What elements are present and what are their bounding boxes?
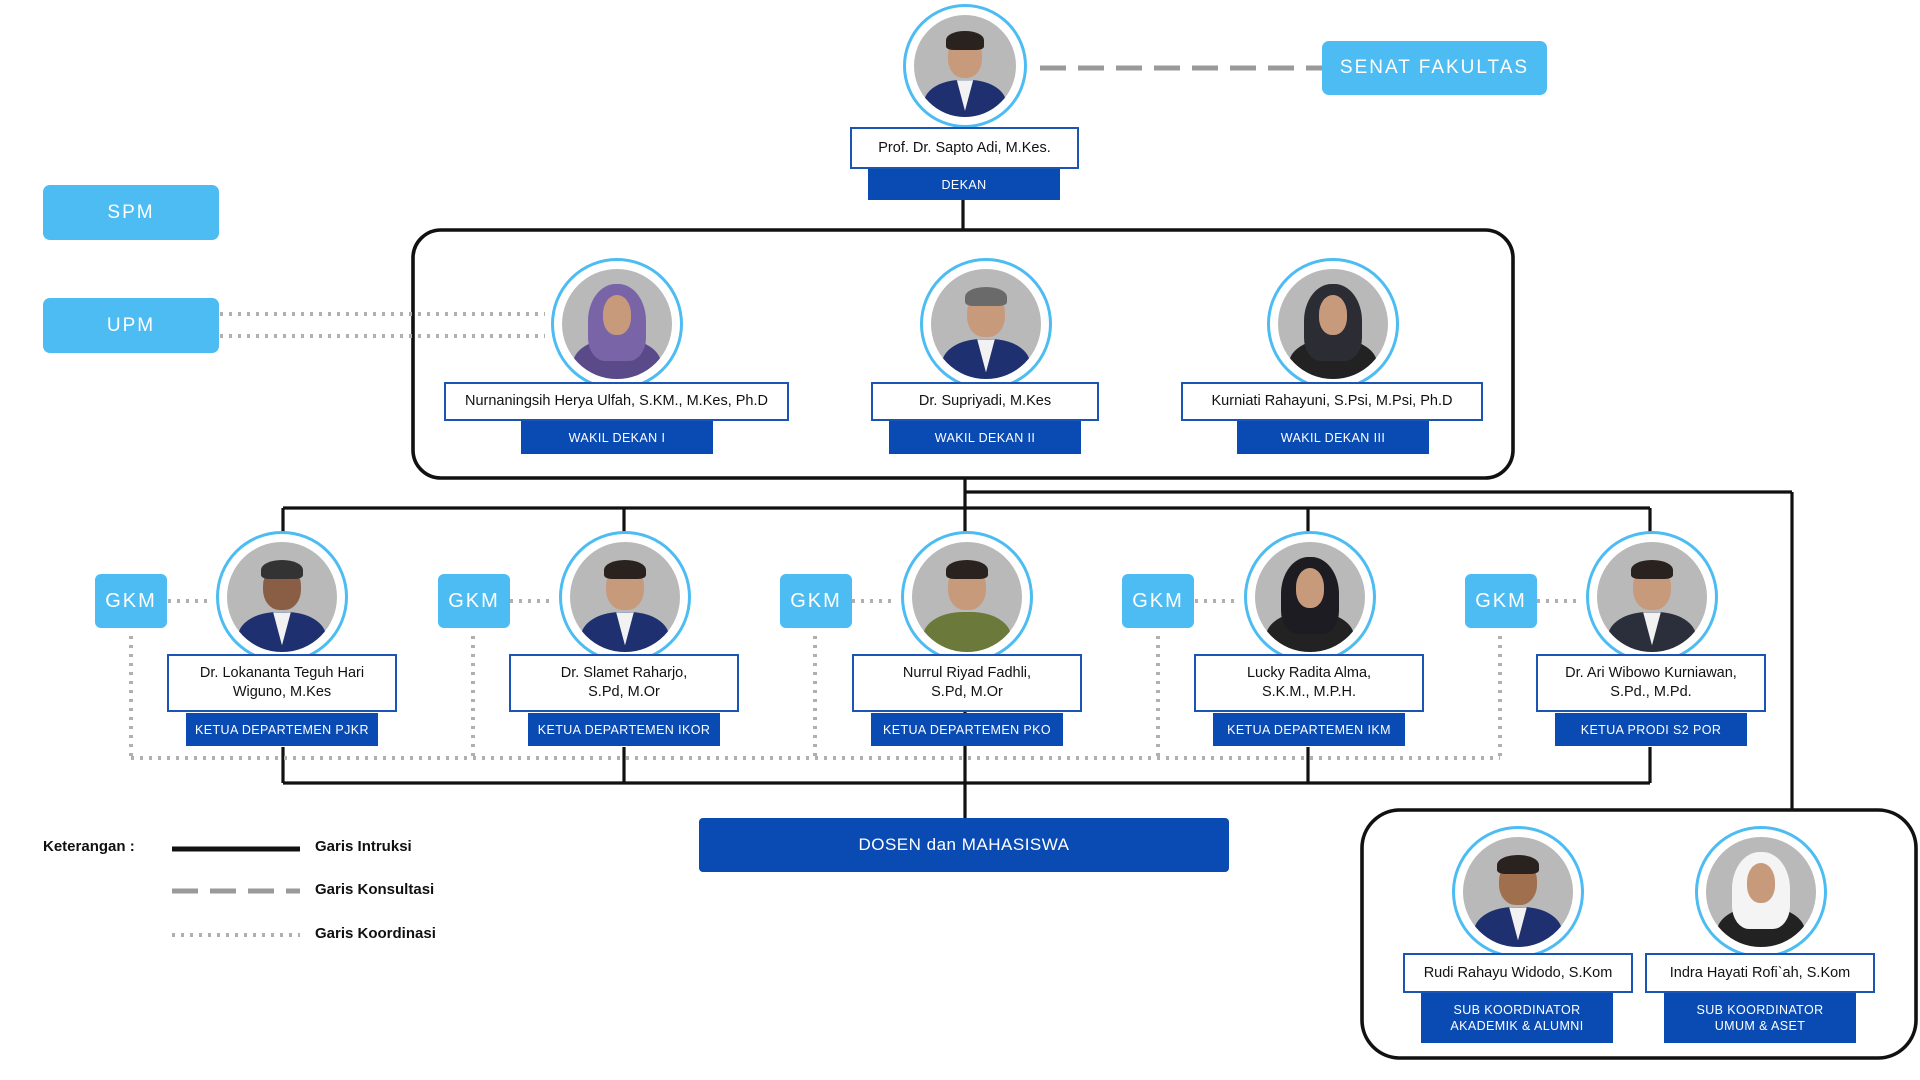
dosen-mahasiswa-box: DOSEN dan MAHASISWA [699, 818, 1229, 872]
dept-s2por-role: KETUA PRODI S2 POR [1555, 713, 1747, 746]
legend-title: Keterangan : [43, 838, 135, 855]
sub-coordinator-1-photo [1452, 826, 1584, 958]
sub-coordinator-2-photo [1695, 826, 1827, 958]
dept-ikor-photo [559, 531, 691, 663]
vice-dean-1-role: WAKIL DEKAN I [521, 421, 713, 454]
sub-coordinator-2-role: SUB KOORDINATOR UMUM & ASET [1664, 993, 1856, 1043]
gkm-box-s2por: GKM [1465, 574, 1537, 628]
dept-pjkr-role: KETUA DEPARTEMEN PJKR [186, 713, 378, 746]
senat-fakultas-box: SENAT FAKULTAS [1322, 41, 1547, 95]
gkm-box-pko: GKM [780, 574, 852, 628]
sub-coordinator-2-name: Indra Hayati Rofi`ah, S.Kom [1645, 953, 1875, 993]
gkm-box-ikor: GKM [438, 574, 510, 628]
vice-dean-frame [411, 228, 1515, 480]
dept-pjkr-photo [216, 531, 348, 663]
dept-pjkr-name: Dr. Lokananta Teguh Hari Wiguno, M.Kes [167, 654, 397, 712]
dept-ikm-name: Lucky Radita Alma, S.K.M., M.P.H. [1194, 654, 1424, 712]
legend-consultation-label: Garis Konsultasi [315, 881, 435, 898]
vice-dean-2-role: WAKIL DEKAN II [889, 421, 1081, 454]
sub-coordinator-frame [1360, 808, 1918, 1060]
vice-dean-3-name: Kurniati Rahayuni, S.Psi, M.Psi, Ph.D [1181, 382, 1483, 421]
gkm-box-pjkr: GKM [95, 574, 167, 628]
dept-s2por-name: Dr. Ari Wibowo Kurniawan, S.Pd., M.Pd. [1536, 654, 1766, 712]
vice-dean-1-name: Nurnaningsih Herya Ulfah, S.KM., M.Kes, … [444, 382, 789, 421]
vice-dean-2-photo [920, 258, 1052, 390]
dept-ikor-name: Dr. Slamet Raharjo, S.Pd, M.Or [509, 654, 739, 712]
dept-ikm-photo [1244, 531, 1376, 663]
dept-s2por-photo [1586, 531, 1718, 663]
dept-ikm-role: KETUA DEPARTEMEN IKM [1213, 713, 1405, 746]
dept-pko-role: KETUA DEPARTEMEN PKO [871, 713, 1063, 746]
vice-dean-3-role: WAKIL DEKAN III [1237, 421, 1429, 454]
sub-coordinator-1-name: Rudi Rahayu Widodo, S.Kom [1403, 953, 1633, 993]
dean-name: Prof. Dr. Sapto Adi, M.Kes. [850, 127, 1079, 169]
spm-box: SPM [43, 185, 219, 240]
dean-photo [903, 4, 1027, 128]
sub-coordinator-1-role: SUB KOORDINATOR AKADEMIK & ALUMNI [1421, 993, 1613, 1043]
dept-ikor-role: KETUA DEPARTEMEN IKOR [528, 713, 720, 746]
vice-dean-2-name: Dr. Supriyadi, M.Kes [871, 382, 1099, 421]
legend-instruction-label: Garis Intruksi [315, 838, 412, 855]
dept-pko-name: Nurrul Riyad Fadhli, S.Pd, M.Or [852, 654, 1082, 712]
legend-coordination-label: Garis Koordinasi [315, 925, 436, 942]
upm-box: UPM [43, 298, 219, 353]
gkm-box-ikm: GKM [1122, 574, 1194, 628]
vice-dean-3-photo [1267, 258, 1399, 390]
dept-pko-photo [901, 531, 1033, 663]
dean-role: DEKAN [868, 169, 1060, 200]
vice-dean-1-photo [551, 258, 683, 390]
